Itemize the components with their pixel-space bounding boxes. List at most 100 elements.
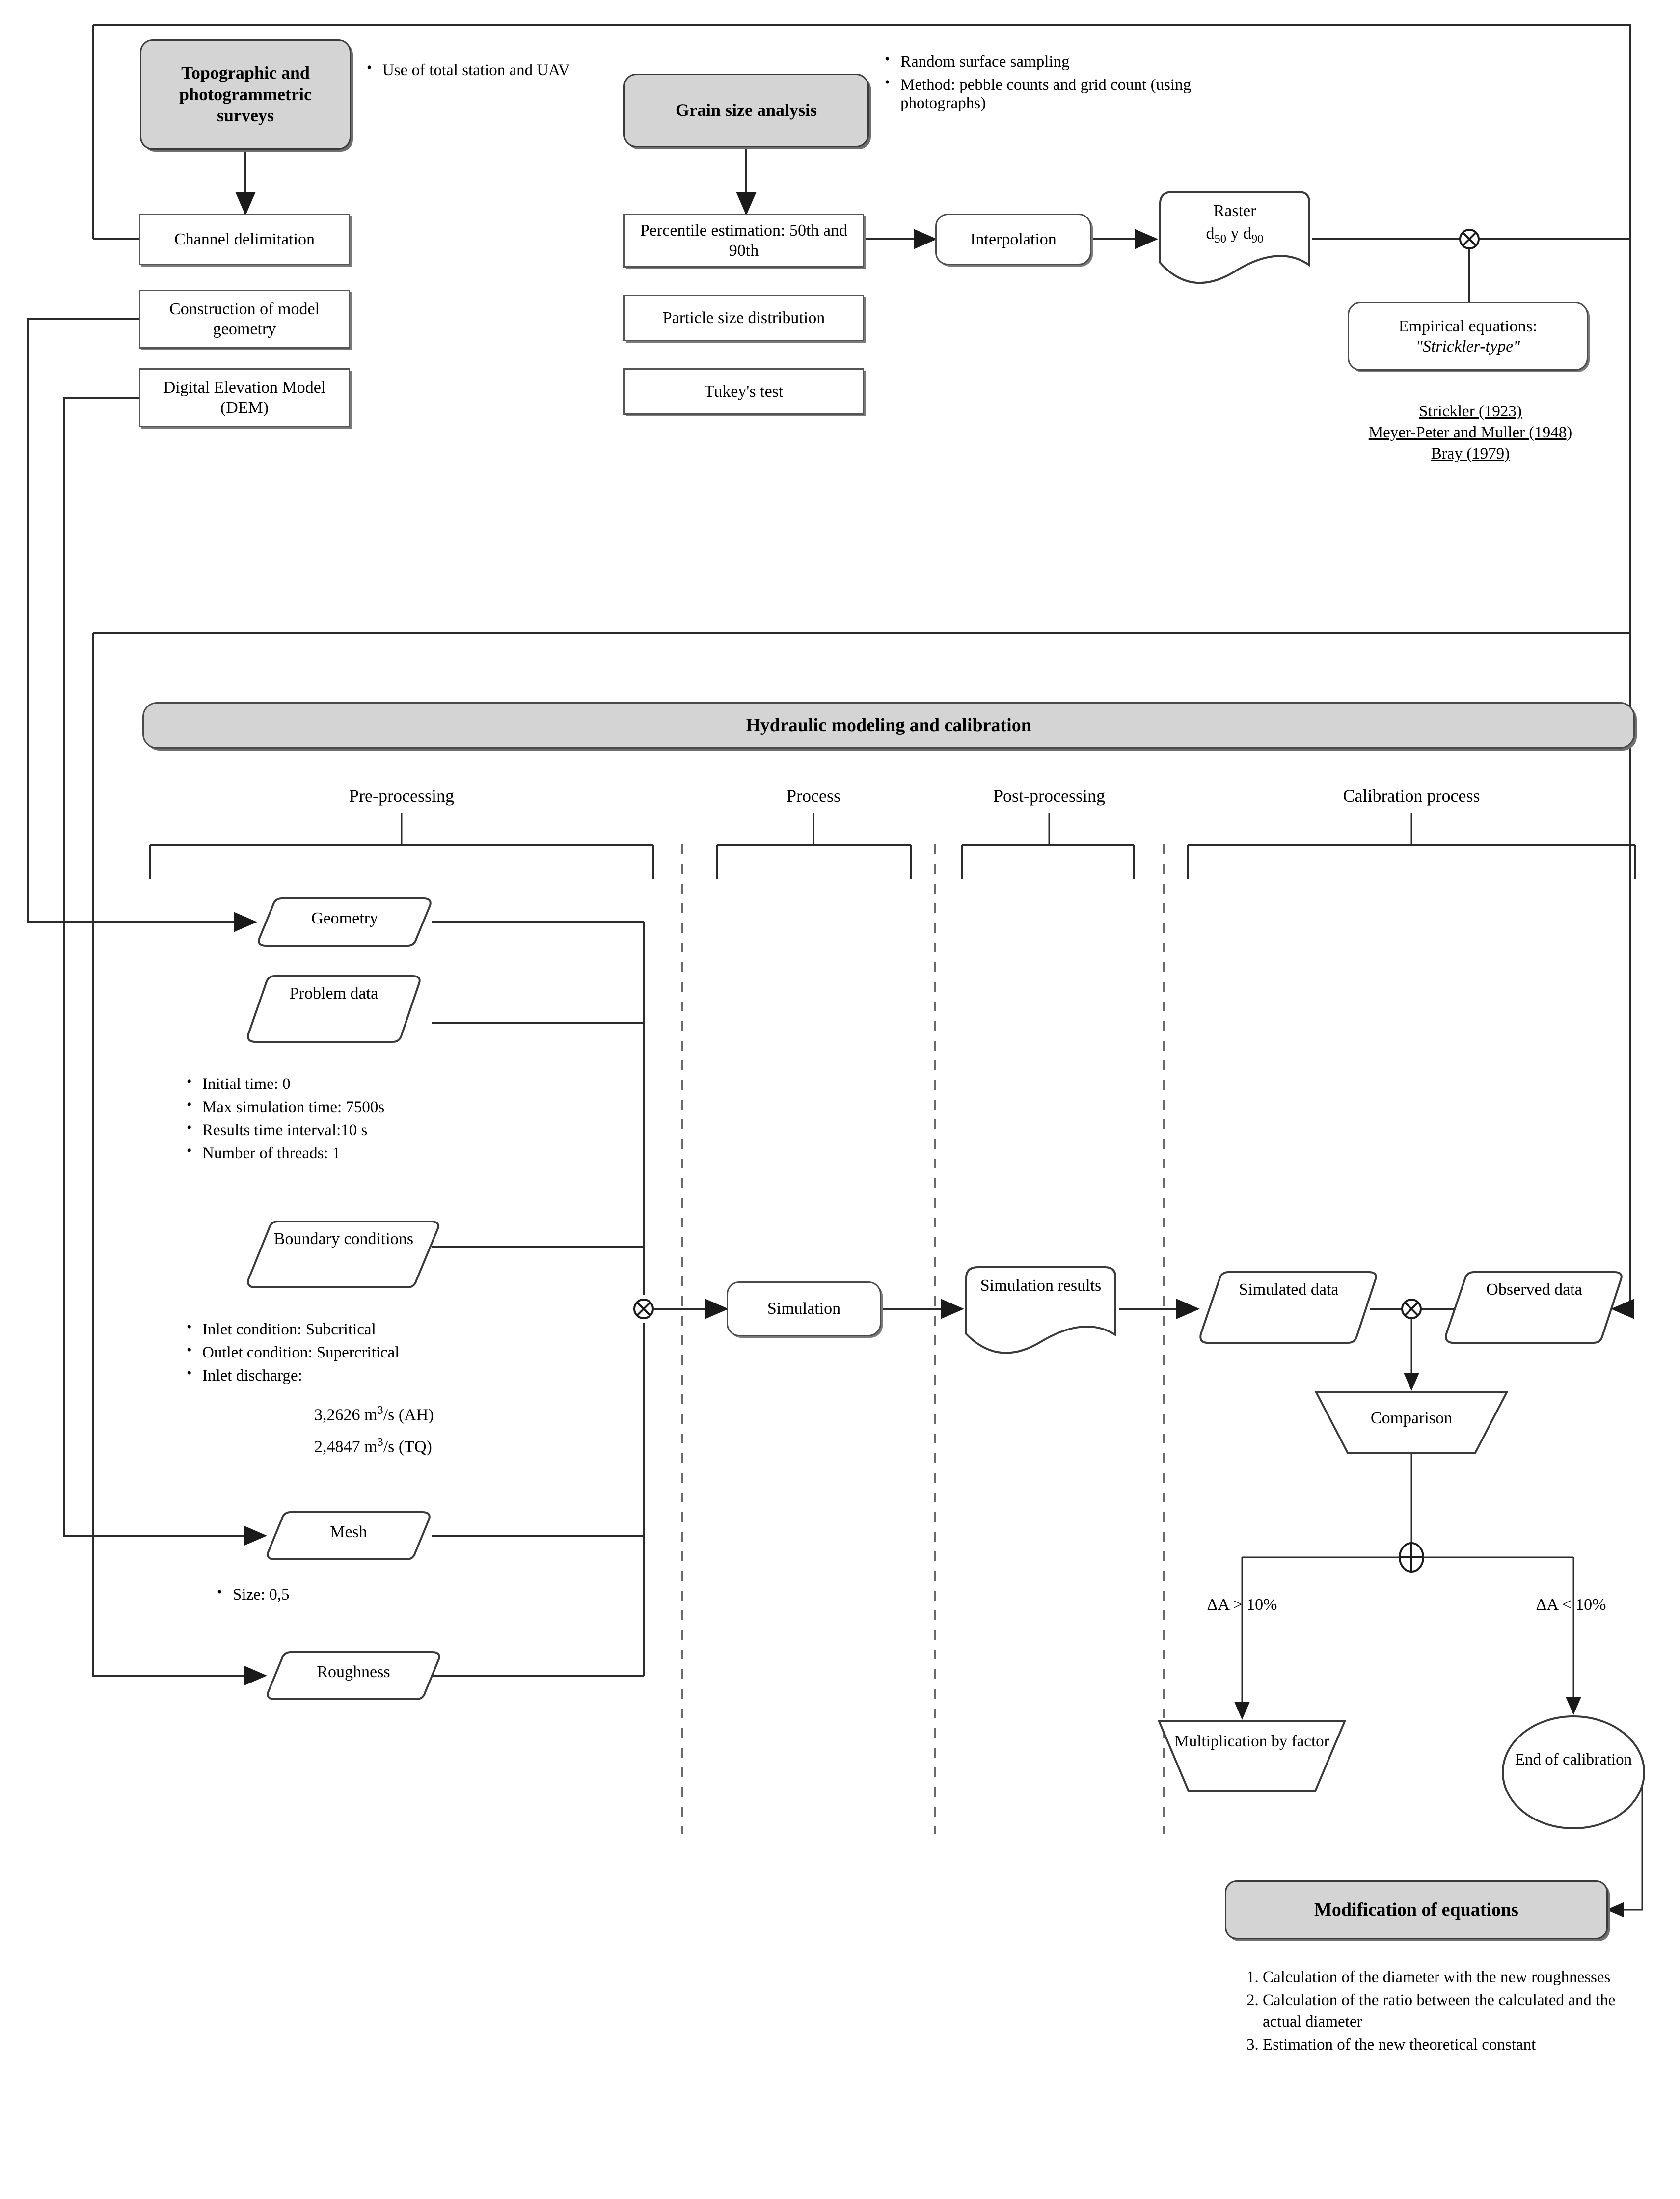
node-multiplication-by-factor-label: Multiplication by factor: [1174, 1733, 1329, 1750]
discharge-tq-unit: /s (TQ): [383, 1438, 432, 1457]
discharge-tq-value: 2,4847 m: [314, 1438, 378, 1457]
modification-steps: Calculation of the diameter with the new…: [1237, 1966, 1635, 2057]
observed-data-parallelogram-shape: [1445, 1271, 1623, 1344]
node-percentile-estimation[interactable]: Percentile estimation: 50th and 90th: [623, 214, 864, 268]
problem-data-bullet: Number of threads: 1: [181, 1143, 573, 1163]
node-dem-label: Digital Elevation Model (DEM): [163, 378, 326, 417]
node-model-geometry[interactable]: Construction of model geometry: [139, 290, 350, 349]
node-problem-data-label: Problem data: [289, 984, 379, 1003]
discharge-ah-exp: 3: [377, 1404, 383, 1417]
simulated-data-parallelogram-shape: [1199, 1271, 1377, 1344]
node-topographic-surveys-label: Topographic and photogrammetric surveys: [179, 62, 312, 126]
raster-d90: d: [1243, 224, 1251, 243]
raster-document-shape: [1159, 191, 1310, 284]
node-grain-size-analysis[interactable]: Grain size analysis: [623, 74, 869, 147]
geometry-parallelogram-shape: [258, 897, 432, 947]
banner-hydraulic-modeling: Hydraulic modeling and calibration: [142, 702, 1635, 749]
node-topographic-surveys[interactable]: Topographic and photogrammetric surveys: [140, 39, 351, 150]
node-mesh[interactable]: Mesh: [265, 1508, 432, 1563]
node-simulated-data[interactable]: Simulated data: [1198, 1268, 1380, 1347]
boundary-bullet: Inlet discharge:: [181, 1366, 623, 1385]
grain-note-item: Random surface sampling: [879, 52, 1237, 71]
problem-data-bullets: Initial time: 0 Max simulation time: 750…: [181, 1074, 573, 1167]
node-modification-of-equations[interactable]: Modification of equations: [1225, 1880, 1608, 1939]
node-boundary-conditions[interactable]: Boundary conditions: [245, 1218, 442, 1291]
node-comparison-label: Comparison: [1370, 1409, 1453, 1427]
empirical-references: Strickler (1923) Meyer-Peter and Muller …: [1257, 403, 1680, 466]
node-channel-delimitation[interactable]: Channel delimitation: [139, 214, 350, 265]
modification-step: Calculation of the diameter with the new…: [1263, 1966, 1635, 1988]
inlet-discharge-ah: 3,2626 m3/s (AH): [314, 1399, 687, 1431]
node-tukey-test-label: Tukey's test: [704, 382, 784, 401]
reference-item: Bray (1979): [1431, 445, 1510, 462]
phase-label-post-processing: Post-processing: [993, 786, 1105, 806]
modification-step: Calculation of the ratio between the cal…: [1263, 1989, 1635, 2033]
multiplication-trapezoid-shape: [1157, 1720, 1347, 1792]
node-empirical-equations[interactable]: Empirical equations: "Strickler-type": [1348, 302, 1588, 371]
node-comparison[interactable]: Comparison: [1313, 1389, 1510, 1456]
discharge-ah-unit: /s (AH): [383, 1406, 434, 1424]
node-simulation-label: Simulation: [767, 1300, 841, 1318]
raster-d90-sub: 90: [1251, 232, 1264, 245]
node-interpolation[interactable]: Interpolation: [935, 214, 1091, 265]
mesh-bullet: Size: 0,5: [211, 1585, 457, 1604]
simulation-results-document-shape: [965, 1266, 1116, 1354]
node-dem[interactable]: Digital Elevation Model (DEM): [139, 368, 350, 427]
node-problem-data[interactable]: Problem data: [245, 972, 422, 1046]
node-simulated-data-label: Simulated data: [1239, 1280, 1339, 1299]
node-mesh-label: Mesh: [330, 1523, 367, 1541]
node-raster-formula: d50 y d90: [1156, 222, 1313, 247]
node-particle-size-distribution[interactable]: Particle size distribution: [623, 295, 864, 341]
phase-label-process: Process: [786, 786, 840, 806]
topographic-note-item: Use of total station and UAV: [361, 60, 587, 80]
raster-d50: d: [1206, 224, 1215, 243]
roughness-parallelogram-shape: [267, 1651, 440, 1700]
raster-d50-sub: 50: [1214, 232, 1226, 245]
inlet-discharge-tq: 2,4847 m3/s (TQ): [314, 1431, 687, 1463]
node-raster-label: Raster: [1213, 202, 1256, 220]
node-modification-of-equations-label: Modification of equations: [1314, 1899, 1518, 1920]
modification-step: Estimation of the new theoretical consta…: [1263, 2034, 1635, 2056]
node-interpolation-label: Interpolation: [970, 230, 1057, 248]
node-empirical-equations-line2: "Strickler-type": [1415, 337, 1520, 355]
node-observed-data-label: Observed data: [1486, 1280, 1582, 1299]
banner-hydraulic-modeling-label: Hydraulic modeling and calibration: [746, 715, 1031, 736]
node-simulation[interactable]: Simulation: [727, 1281, 881, 1336]
mesh-bullets: Size: 0,5: [211, 1585, 457, 1609]
node-tukey-test[interactable]: Tukey's test: [623, 368, 864, 415]
node-end-of-calibration-label: End of calibration: [1515, 1751, 1632, 1768]
reference-item: Meyer-Peter and Muller (1948): [1368, 424, 1572, 441]
node-simulation-results-label: Simulation results: [980, 1276, 1102, 1295]
node-multiplication-by-factor[interactable]: Multiplication by factor: [1156, 1718, 1348, 1794]
discharge-tq-exp: 3: [377, 1436, 383, 1449]
problem-data-bullet: Initial time: 0: [181, 1074, 573, 1093]
problem-data-bullet: Max simulation time: 7500s: [181, 1097, 573, 1116]
node-observed-data[interactable]: Observed data: [1443, 1268, 1625, 1347]
node-geometry-label: Geometry: [311, 909, 378, 927]
end-of-calibration-ellipse-shape: [1502, 1715, 1645, 1829]
node-geometry[interactable]: Geometry: [256, 895, 433, 950]
mesh-parallelogram-shape: [267, 1511, 431, 1560]
node-particle-size-distribution-label: Particle size distribution: [662, 308, 825, 327]
topographic-notes: Use of total station and UAV: [361, 60, 587, 84]
node-raster[interactable]: Raster d50 y d90: [1156, 189, 1313, 295]
phase-label-pre-processing: Pre-processing: [349, 786, 454, 806]
node-channel-delimitation-label: Channel delimitation: [174, 230, 315, 248]
node-end-of-calibration[interactable]: End of calibration: [1500, 1713, 1647, 1831]
boundary-bullet: Inlet condition: Subcritical: [181, 1320, 623, 1339]
raster-sep: y: [1226, 224, 1243, 243]
node-roughness-label: Roughness: [317, 1663, 390, 1681]
node-roughness[interactable]: Roughness: [265, 1648, 442, 1703]
node-grain-size-analysis-label: Grain size analysis: [675, 100, 817, 120]
node-empirical-equations-line1: Empirical equations:: [1398, 317, 1538, 335]
node-simulation-results[interactable]: Simulation results: [962, 1264, 1119, 1362]
comparison-trapezoid-shape: [1314, 1391, 1509, 1454]
branch-label-greater: ΔA > 10%: [1207, 1596, 1277, 1614]
boundary-conditions-parallelogram-shape: [247, 1221, 439, 1288]
discharge-ah-value: 3,2626 m: [314, 1406, 378, 1424]
grain-note-item: Method: pebble counts and grid count (us…: [879, 75, 1237, 112]
boundary-bullet: Outlet condition: Supercritical: [181, 1343, 623, 1362]
problem-data-parallelogram-shape: [247, 975, 421, 1043]
reference-item: Strickler (1923): [1419, 403, 1522, 420]
